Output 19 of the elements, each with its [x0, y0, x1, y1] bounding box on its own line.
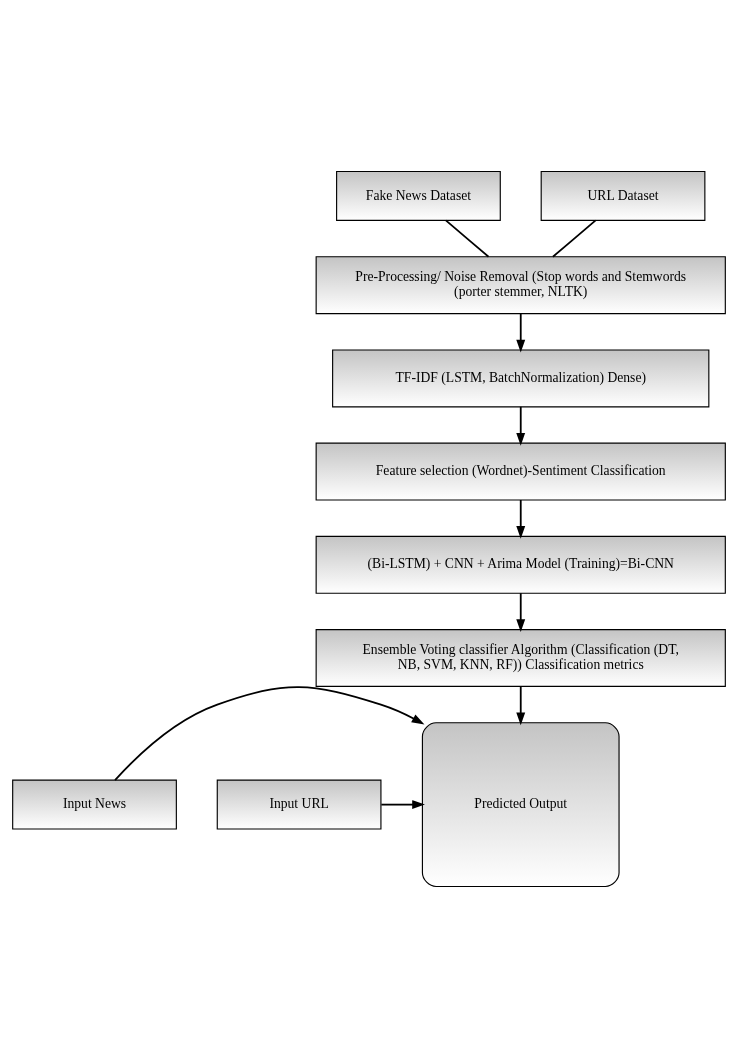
node-box: Pre-Processing/ Noise Removal (Stop words and Stemwords (porter stemmer, NLTK) [315, 255, 726, 314]
node-box: Input News [12, 779, 177, 830]
arrow [516, 685, 526, 725]
node-box: Fake News Dataset [336, 170, 501, 221]
arrow [516, 591, 526, 632]
connector [552, 219, 597, 258]
node-box: Ensemble Voting classifier Algorithm (Classification (DT, NB, SVM, KNN, RF)) Classification metrics [315, 628, 726, 687]
node-box: Input URL [216, 779, 382, 830]
connector [444, 219, 490, 258]
node-box: TF-IDF (LSTM, BatchNormalization) Dense) [332, 348, 710, 407]
node-box: (Bi-LSTM) + CNN + Arima Model (Training)=Bi-CNN [315, 535, 726, 594]
arrow [516, 498, 526, 539]
arrow [516, 405, 526, 446]
node-box: Feature selection (Wordnet)-Sentiment Classification [315, 442, 726, 501]
arrow [380, 799, 425, 809]
arrow [114, 685, 425, 781]
node-box: URL Dataset [540, 170, 706, 221]
node-box: Predicted Output [421, 721, 620, 887]
arrow [516, 312, 526, 352]
